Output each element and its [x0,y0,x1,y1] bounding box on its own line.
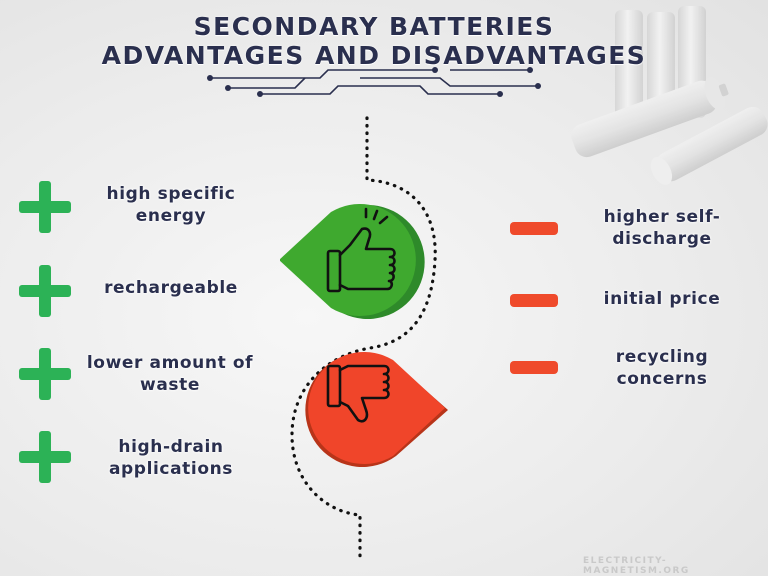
disadvantage-label: recycling [615,347,709,367]
pros-badge-shape [280,204,425,319]
disadvantage-item-2: initial price [582,288,742,310]
advantage-label: waste [140,375,200,395]
plus-icon [19,348,71,400]
advantage-item-3: lower amount of waste [72,352,268,396]
disadvantage-item-3: recycling concerns [582,346,742,390]
advantage-item-1: high specific energy [80,183,262,227]
disadvantage-label: concerns [616,369,708,389]
circuit-decoration [207,67,541,97]
advantage-label: high specific [106,184,236,204]
disadvantage-label: discharge [612,229,712,249]
disadvantage-label: initial price [603,289,721,309]
advantage-label: applications [108,459,234,479]
battery-illustration [571,6,768,185]
minus-icon [510,294,558,307]
pros-badge [280,204,425,319]
advantage-label: high-drain [118,437,224,457]
battery-icon [571,6,768,185]
plus-icon [19,181,71,233]
watermark: ELECTRICITY-MAGNETISM.ORG [583,556,690,576]
thumbs-up-icon [326,207,396,293]
minus-icon [510,222,558,235]
disadvantage-item-1: higher self- discharge [582,206,742,250]
disadvantage-label: higher self- [603,207,721,227]
plus-icon [19,265,71,317]
advantage-item-4: high-drain applications [80,436,262,480]
advantage-item-2: rechargeable [80,277,262,299]
advantage-label: lower amount of [86,353,254,373]
plus-icon [19,431,71,483]
divider-dotted-curve [290,116,437,564]
cons-badge [305,352,448,467]
title-line-1: SECONDARY BATTERIES [193,12,555,41]
minus-icon [510,361,558,374]
thumbs-down-icon [326,364,390,423]
title-line-2: ADVANTAGES AND DISADVANTAGES [101,41,647,70]
advantage-label: energy [135,206,207,226]
advantage-label: rechargeable [104,278,238,298]
